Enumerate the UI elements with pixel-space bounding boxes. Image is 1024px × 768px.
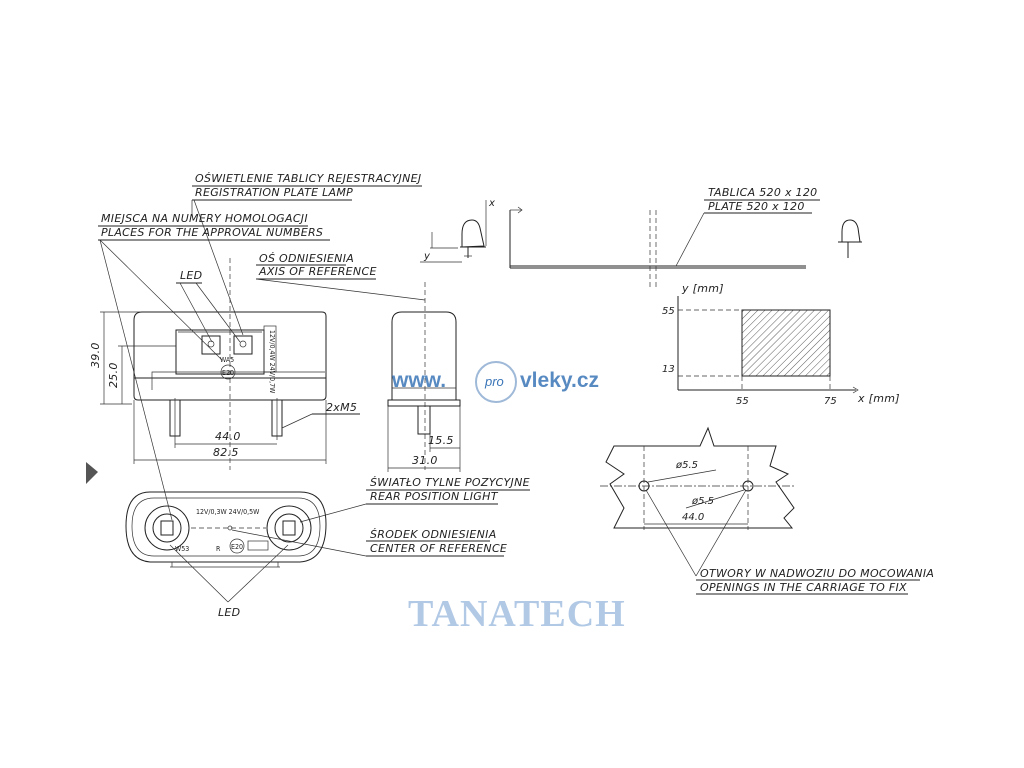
side-view: 15.5 31.0: [387, 282, 461, 472]
label-rear-pl: ŚWIATŁO TYLNE POZYCYJNE: [370, 476, 530, 489]
label-registration-plate-lamp: OŚWIETLENIE TABLICY REJESTRACYJNEJ REGIS…: [191, 172, 422, 336]
label-axis-of-reference: OŚ ODNIESIENIA AXIS OF REFERENCE: [255, 252, 426, 301]
dim-hole-2: ø5.5: [691, 496, 714, 507]
front-approval-marking: WA5: [220, 356, 234, 364]
bottom-r-marking: R: [216, 545, 221, 553]
bottom-voltage-marking: 12V/0,3W 24V/0,5W: [196, 508, 260, 516]
coord-y-label: y: [423, 251, 431, 262]
dim-height-total: 39.0: [89, 342, 102, 368]
watermark-site-right: vleky.cz: [520, 369, 599, 392]
graph-x-tick-55: 55: [736, 396, 749, 407]
label-axis-pl: OŚ ODNIESIENIA: [259, 252, 354, 265]
dim-hole-1: ø5.5: [675, 460, 698, 471]
label-approval-en: PLACES FOR THE APPROVAL NUMBERS: [101, 226, 323, 239]
bottom-w-marking: W53: [175, 545, 189, 553]
front-e-marking: E20: [222, 369, 234, 377]
dim-height-body: 25.0: [107, 362, 120, 388]
label-approval-pl: MIEJSCA NA NUMERY HOMOLOGACJI: [101, 212, 308, 225]
label-center-of-reference: ŚRODEK ODNIESIENIA CENTER OF REFERENCE: [231, 528, 507, 557]
label-openings-en: OPENINGS IN THE CARRIAGE TO FIX: [700, 581, 907, 594]
graph-x-axis-label: x [mm]: [857, 392, 900, 405]
label-led-top: LED: [176, 269, 241, 343]
plate-side-view: x y: [420, 198, 862, 290]
watermark-tanatech: TANATECH: [408, 593, 626, 635]
dim-side-total: 31.0: [412, 454, 438, 467]
label-plate-pl: TABLICA 520 x 120: [708, 186, 817, 199]
watermark-site-left: www.: [391, 369, 446, 392]
bottom-e-marking: E20: [231, 543, 243, 551]
dim-width-total: 82.5: [213, 446, 239, 459]
label-rear-en: REAR POSITION LIGHT: [370, 490, 499, 503]
label-rear-position-light: ŚWIATŁO TYLNE POZYCYJNE REAR POSITION LI…: [299, 476, 530, 523]
label-registration-pl: OŚWIETLENIE TABLICY REJESTRACYJNEJ: [195, 172, 421, 185]
label-registration-en: REGISTRATION PLATE LAMP: [195, 186, 353, 199]
label-openings-pl: OTWORY W NADWOZIU DO MOCOWANIA: [700, 567, 934, 580]
dim-width-pins: 44.0: [215, 430, 241, 443]
label-led-top-text: LED: [180, 269, 202, 282]
distribution-graph: y [mm] x [mm] 55 13 55 75: [662, 282, 900, 407]
label-openings: OTWORY W NADWOZIU DO MOCOWANIA OPENINGS …: [696, 567, 934, 595]
label-led-bottom-text: LED: [218, 606, 240, 619]
edge-arrow-icon: [86, 462, 98, 484]
graph-y-tick-13: 13: [662, 364, 675, 375]
label-plate-size: TABLICA 520 x 120 PLATE 520 x 120: [675, 186, 820, 267]
label-plate-en: PLATE 520 x 120: [708, 200, 805, 213]
dim-thread: 2xM5: [326, 401, 357, 414]
dim-hole-spacing: 44.0: [682, 512, 704, 523]
label-led-bottom: LED: [169, 544, 289, 619]
dim-side-pin: 15.5: [428, 434, 454, 447]
watermark-provleky: www. pro vleky.cz: [391, 361, 599, 403]
label-center-pl: ŚRODEK ODNIESIENIA: [370, 528, 497, 541]
graph-x-tick-75: 75: [824, 396, 837, 407]
graph-y-axis-label: y [mm]: [681, 282, 724, 295]
mounting-holes-view: ø5.5 ø5.5 44.0: [600, 426, 796, 577]
watermark-brand: TANATECH: [408, 593, 626, 635]
label-axis-en: AXIS OF REFERENCE: [258, 265, 377, 278]
label-center-en: CENTER OF REFERENCE: [370, 542, 507, 555]
coord-x-label: x: [488, 198, 495, 209]
watermark-site-pro: pro: [484, 374, 504, 389]
front-view: 12V/0,4W 24V/0,7W WA5 E20 39.0 25.0 44.0…: [89, 258, 360, 470]
front-voltage-marking: 12V/0,4W 24V/0,7W: [268, 330, 276, 394]
graph-y-tick-55: 55: [662, 306, 675, 317]
bottom-view: 12V/0,3W 24V/0,5W W53 R E20: [125, 491, 327, 568]
